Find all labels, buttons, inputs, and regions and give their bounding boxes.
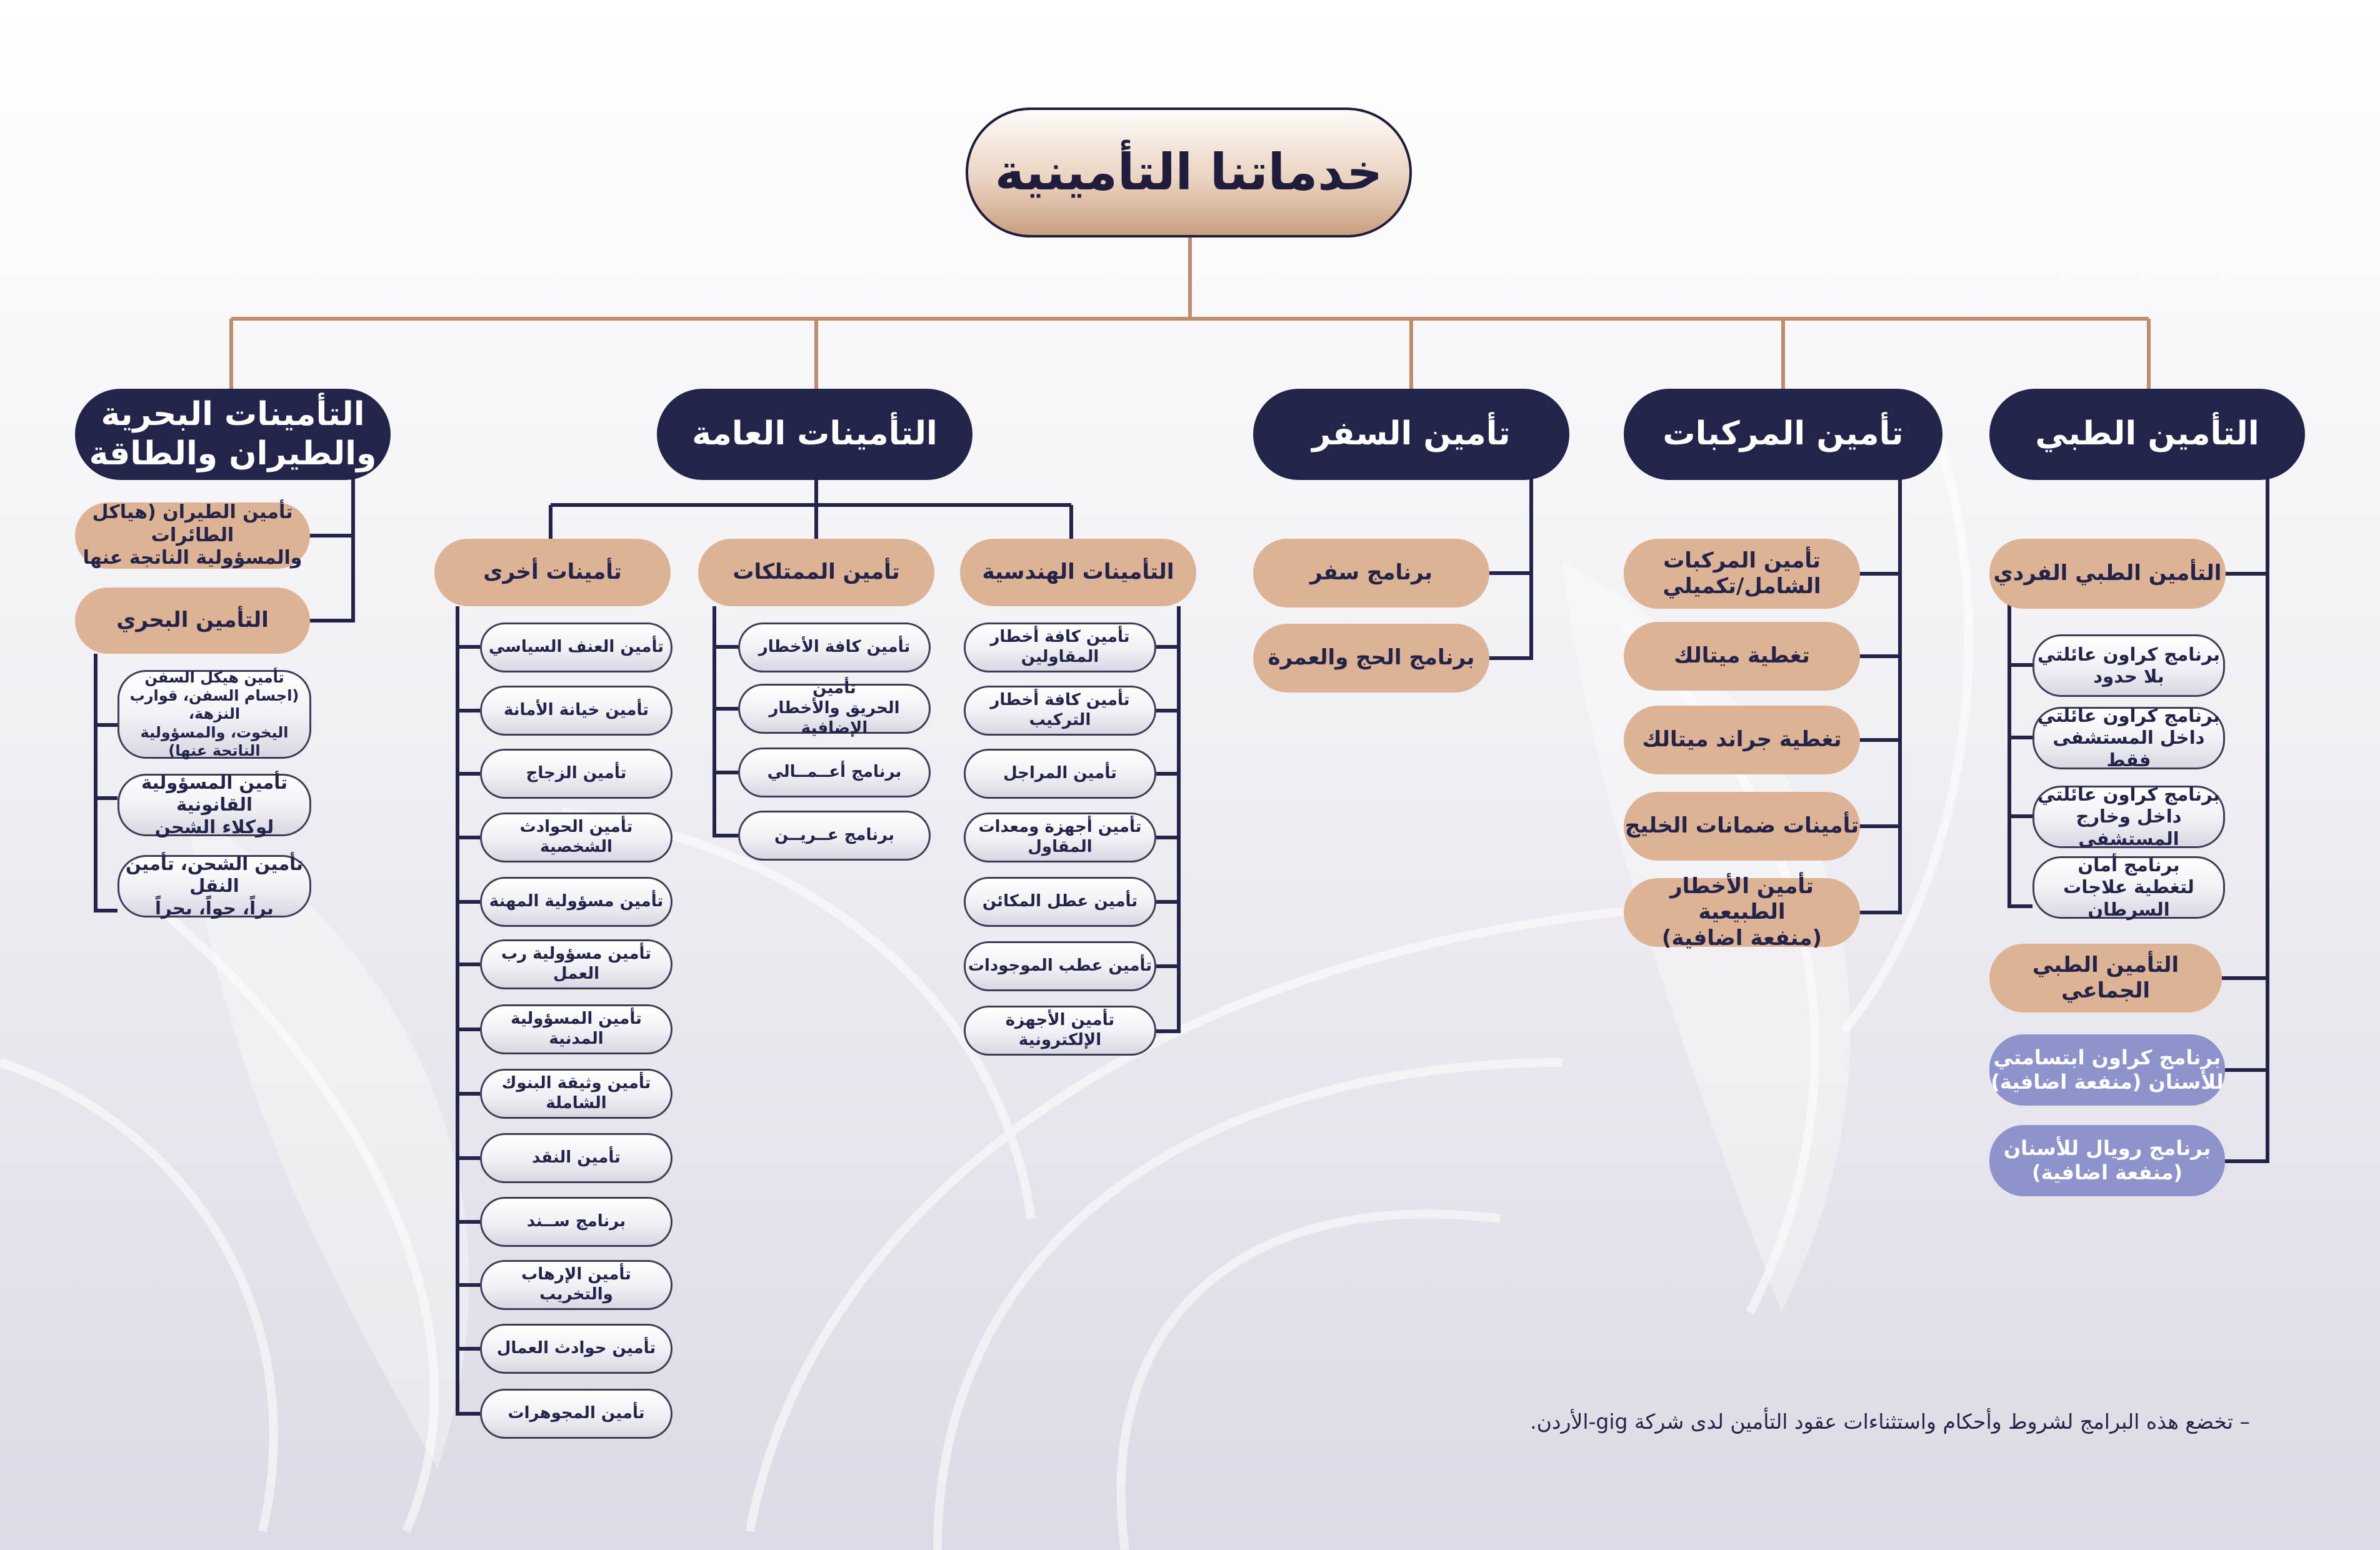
other-item-12[interactable]: تأمين حوادث العمال — [480, 1324, 672, 1374]
engineering-item-4[interactable]: تأمين أجهزة ومعدات المقاول — [964, 812, 1156, 862]
medical-individual-program-1[interactable]: برنامج كراون عائلتي بلا حدود — [2032, 634, 2225, 697]
property-item-2[interactable]: تأمين الحريق والأخطار الإضافية — [738, 679, 931, 738]
other-item-3[interactable]: تأمين الزجاج — [480, 749, 672, 799]
engineering-item-5[interactable]: تأمين عطل المكائن — [964, 877, 1156, 927]
property-item-4[interactable]: برنامج عــريــن — [738, 811, 931, 861]
medical-individual-program-3[interactable]: برنامج كراون عائلتي داخل وخارج المستشفى — [2032, 784, 2225, 849]
medical-group[interactable]: التأمين الطبي الجماعي — [1989, 944, 2222, 1012]
property-header[interactable]: تأمين الممتلكات — [698, 539, 934, 606]
category-general[interactable]: التأمينات العامة — [657, 389, 972, 480]
medical-group-program-1[interactable]: برنامج كراون ابتسامتي للأسنان (منفعة اضا… — [1989, 1034, 2225, 1106]
engineering-item-2[interactable]: تأمين كافة أخطار التركيب — [964, 686, 1156, 736]
footnote: – تخضع هذه البرامج لشروط وأحكام واستثناء… — [1530, 1409, 2250, 1434]
other-item-10[interactable]: برنامج ســند — [480, 1197, 672, 1247]
marine-aviation[interactable]: تأمين الطيران (هياكل الطائرات والمسؤولية… — [75, 501, 310, 569]
other-item-7[interactable]: تأمين المسؤولية المدنية — [480, 1004, 672, 1054]
medical-individual[interactable]: التأمين الطبي الفردي — [1989, 539, 2226, 609]
other-item-6[interactable]: تأمين مسؤولية رب العمل — [480, 939, 672, 989]
engineering-item-7[interactable]: تأمين الأجهزة الإلكترونية — [964, 1006, 1156, 1056]
engineering-item-6[interactable]: تأمين عطب الموجودات — [964, 941, 1156, 991]
other-item-11[interactable]: تأمين الإرهاب والتخريب — [480, 1260, 672, 1310]
other-item-1[interactable]: تأمين العنف السياسي — [480, 622, 672, 672]
marine-item-2[interactable]: تأمين المسؤولية القانونية لوكلاء الشحن — [118, 772, 311, 838]
category-travel[interactable]: تأمين السفر — [1253, 389, 1569, 480]
other-item-4[interactable]: تأمين الحوادث الشخصية — [480, 812, 672, 862]
category-medical[interactable]: التأمين الطبي — [1989, 389, 2305, 480]
other-item-5[interactable]: تأمين مسؤولية المهنة — [480, 877, 672, 927]
vehicles-item-5[interactable]: تأمين الأخطار الطبيعية (منفعة اضافية) — [1624, 874, 1860, 951]
marine-item-1[interactable]: تأمين هيكل السفن (اجسام السفن، قوارب الن… — [118, 669, 311, 759]
vehicles-item-2[interactable]: تغطية ميتالك — [1624, 622, 1860, 691]
other-item-13[interactable]: تأمين المجوهرات — [480, 1389, 672, 1439]
page-title: خدماتنا التأمينية — [966, 108, 1412, 238]
vehicles-item-4[interactable]: تأمينات ضمانات الخليج — [1624, 792, 1860, 861]
property-item-1[interactable]: تأمين كافة الأخطار — [738, 622, 931, 672]
medical-individual-program-4[interactable]: برنامج أمان لتغطية علاجات السرطان — [2032, 854, 2225, 920]
vehicles-item-1[interactable]: تأمين المركبات الشامل/تكميلي — [1624, 539, 1860, 609]
property-item-3[interactable]: برنامج أعــمــالي — [738, 748, 931, 798]
marine-item-3[interactable]: تأمين الشحن، تأمين النقل براً، جواً، بحر… — [118, 853, 311, 919]
category-marine[interactable]: التأمينات البحرية والطيران والطاقة — [75, 389, 391, 480]
medical-individual-program-2[interactable]: برنامج كراون عائلتي داخل المستشفى فقط — [2032, 705, 2225, 771]
engineering-item-3[interactable]: تأمين المراجل — [964, 749, 1156, 799]
vehicles-item-3[interactable]: تغطية جراند ميتالك — [1624, 706, 1860, 774]
engineering-header[interactable]: التأمينات الهندسية — [960, 539, 1196, 606]
travel-item-2[interactable]: برنامج الحج والعمرة — [1253, 624, 1489, 692]
other-item-8[interactable]: تأمين وثيقة البنوك الشاملة — [480, 1069, 672, 1119]
other-header[interactable]: تأمينات أخرى — [434, 539, 671, 606]
other-item-9[interactable]: تأمين النقد — [480, 1133, 672, 1183]
engineering-item-1[interactable]: تأمين كافة أخطار المقاولين — [964, 622, 1156, 672]
marine-sub-header[interactable]: التأمين البحري — [75, 588, 310, 654]
travel-item-1[interactable]: برنامج سفر — [1253, 539, 1489, 608]
medical-group-program-2[interactable]: برنامج رويال للأسنان (منفعة اضافية) — [1989, 1125, 2225, 1196]
category-vehicles[interactable]: تأمين المركبات — [1624, 389, 1942, 480]
other-item-2[interactable]: تأمين خيانة الأمانة — [480, 686, 672, 736]
